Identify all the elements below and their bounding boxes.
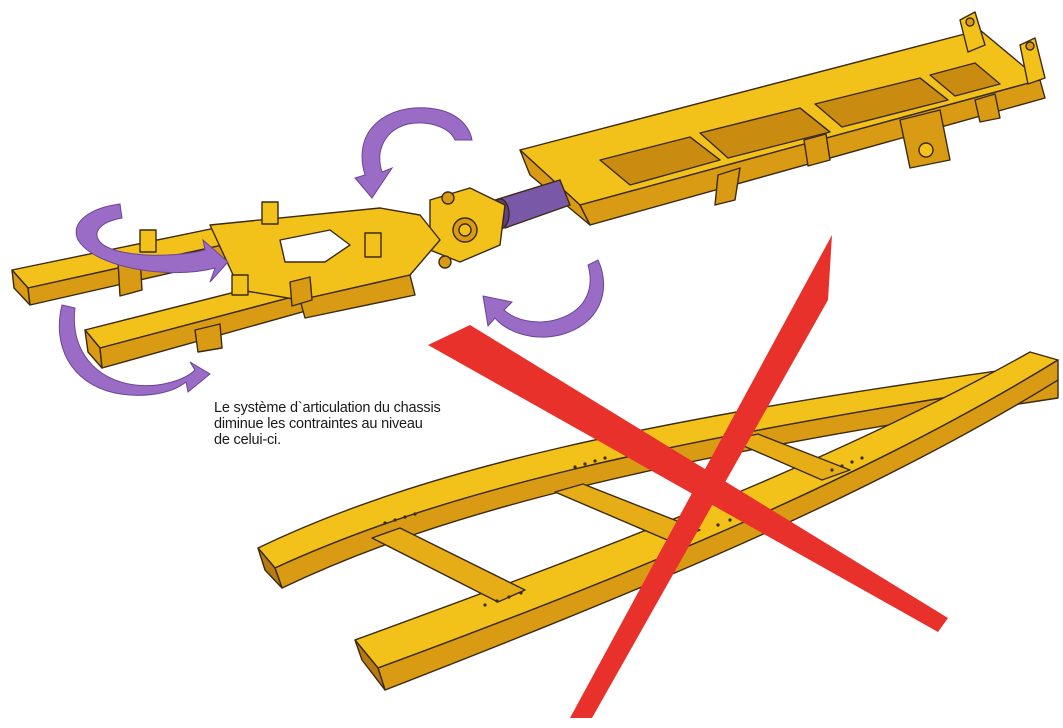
- rotation-arrow-icon: [75, 203, 229, 283]
- rear-chassis-frame: [519, 11, 1046, 226]
- rotation-arrow-icon: [354, 107, 473, 199]
- caption-line: diminue les contraintes au niveau: [214, 416, 423, 432]
- caption-line: Le système d`articulation du chassis: [214, 400, 441, 416]
- cross-mark-icon: [428, 235, 948, 718]
- rotation-arrow-icon: [482, 259, 605, 338]
- front-chassis-frame: [11, 201, 441, 369]
- rotation-arrow-icon: [58, 304, 211, 396]
- articulation-joint: [429, 179, 571, 269]
- caption-line: de celui-ci.: [214, 432, 281, 448]
- rotation-arrows: [58, 107, 605, 396]
- caption: Le système d`articulation du chassis dim…: [214, 400, 441, 448]
